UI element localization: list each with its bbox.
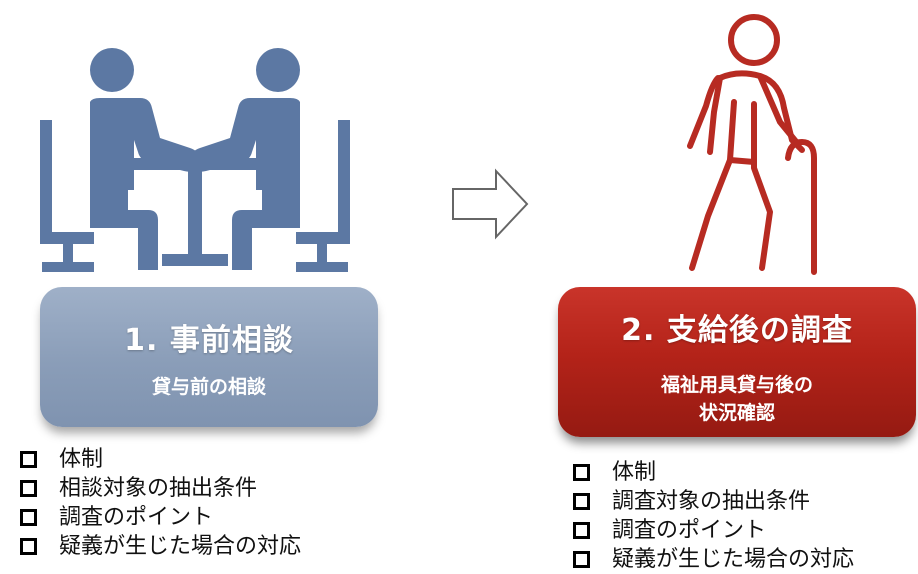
survey-card-title: 2. 支給後の調査 xyxy=(621,313,853,348)
list-item: 調査対象の抽出条件 xyxy=(573,487,854,516)
checkbox-icon xyxy=(20,451,37,468)
list-item-label: 調査のポイント xyxy=(59,505,214,530)
list-item-label: 疑義が生じた場合の対応 xyxy=(612,547,855,572)
checkbox-icon xyxy=(20,538,37,555)
list-item: 体制 xyxy=(573,458,854,487)
checkbox-icon xyxy=(573,551,590,568)
list-item: 調査のポイント xyxy=(573,516,854,545)
checkbox-icon xyxy=(20,480,37,497)
list-item-label: 相談対象の抽出条件 xyxy=(59,476,258,501)
list-item: 体制 xyxy=(20,445,301,474)
list-item: 調査のポイント xyxy=(20,503,301,532)
consultation-checklist: 体制 相談対象の抽出条件 調査のポイント 疑義が生じた場合の対応 xyxy=(20,445,301,561)
list-item: 相談対象の抽出条件 xyxy=(20,474,301,503)
list-item: 疑義が生じた場合の対応 xyxy=(20,532,301,561)
list-item-label: 調査対象の抽出条件 xyxy=(612,489,811,514)
elderly-person-with-cane-icon xyxy=(687,14,817,275)
consultation-card-title: 1. 事前相談 xyxy=(124,323,294,358)
survey-card-subtitle: 福祉用具貸与後の 状況確認 xyxy=(558,371,916,427)
post-provision-survey-card: 2. 支給後の調査 福祉用具貸与後の 状況確認 xyxy=(558,287,916,437)
list-item-label: 疑義が生じた場合の対応 xyxy=(59,534,302,559)
list-item-label: 体制 xyxy=(612,460,657,485)
right-arrow-icon xyxy=(452,168,529,240)
survey-checklist: 体制 調査対象の抽出条件 調査のポイント 疑義が生じた場合の対応 xyxy=(573,458,854,574)
checkbox-icon xyxy=(573,464,590,481)
consultation-meeting-icon xyxy=(40,48,350,272)
survey-card-subtitle-line1: 福祉用具貸与後の xyxy=(660,374,813,396)
checkbox-icon xyxy=(20,509,37,526)
survey-card-subtitle-line2: 状況確認 xyxy=(698,402,775,424)
consultation-card-subtitle: 貸与前の相談 xyxy=(151,376,266,398)
checkbox-icon xyxy=(573,493,590,510)
checkbox-icon xyxy=(573,522,590,539)
list-item-label: 調査のポイント xyxy=(612,518,767,543)
list-item: 疑義が生じた場合の対応 xyxy=(573,545,854,574)
consultation-card: 1. 事前相談 貸与前の相談 xyxy=(40,287,378,427)
list-item-label: 体制 xyxy=(59,447,104,472)
